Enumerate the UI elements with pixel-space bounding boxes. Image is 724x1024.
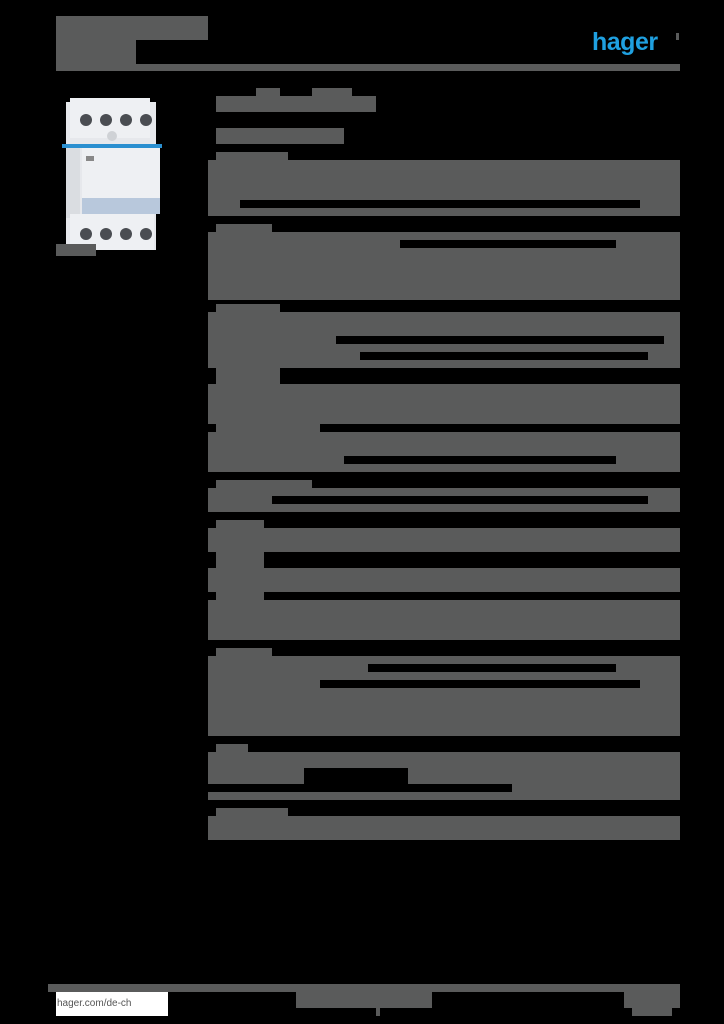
page-heading-ascenders-2 [312,88,352,96]
section-1-label [216,152,288,160]
page-heading-redacted [216,96,376,112]
section-2-gap [400,240,616,248]
section-1-gap [240,200,640,208]
contactor-icon [62,98,162,250]
section-9-gap-1 [304,768,408,784]
section-10-table [208,816,680,840]
footer-right-redacted-2 [632,1008,672,1016]
section-7-row-1 [208,528,680,552]
section-3-gap-1 [336,336,664,344]
section-10-label [216,808,288,816]
section-6-gap [272,496,648,504]
footer-rule [48,984,680,992]
section-4-label [216,424,320,432]
section-6-label [216,480,312,488]
section-8-gap-1 [368,664,616,672]
footer-url-link[interactable]: hager.com/de-ch [56,992,168,1016]
section-9-gap-2 [208,784,512,792]
section-8-gap-2 [320,680,640,688]
section-4-table [208,384,680,424]
document-title-redacted [56,16,208,40]
header-rule [56,64,680,71]
section-7-row-3 [208,600,680,640]
document-subtitle-redacted [56,40,136,64]
section-3-top-rule [208,296,680,300]
footer-right-redacted [624,984,680,1008]
section-3-gap-2 [360,352,648,360]
page-heading-ascenders [256,88,280,96]
section-9-table [208,752,680,800]
section-5-table [208,432,680,472]
footer-center-tick [376,1008,380,1016]
heading-underline [216,140,344,144]
section-5-gap [344,456,616,464]
section-2-label [216,224,272,232]
section-7-row-2 [208,568,680,592]
section-8-label [216,648,272,656]
hager-logo: hager [592,28,658,56]
section-9-label [216,744,248,752]
logo-mark [676,33,679,40]
footer-center-redacted [296,992,432,1008]
product-caption-redacted [56,244,96,256]
product-image [60,96,164,256]
